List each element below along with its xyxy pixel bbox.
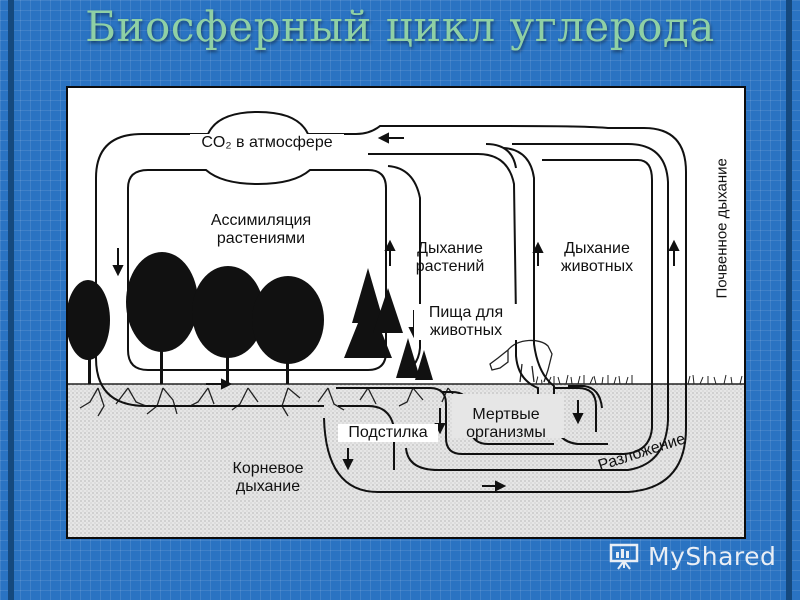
watermark-brand-text: MyShared	[648, 541, 777, 571]
soil-layer	[68, 384, 744, 537]
slide-title: Биосферный цикл углерода	[85, 2, 715, 51]
presentation-icon	[609, 543, 639, 570]
slide-side-borders	[8, 0, 792, 600]
food-for-animals-label: Пища для животных	[414, 304, 518, 340]
small-trees	[396, 338, 433, 380]
carbon-cycle-diagram: CO₂ в атмосфере Ассимиляция растениями Д…	[66, 86, 746, 539]
flow-arrows	[112, 132, 680, 492]
litter-label: Подстилка	[338, 424, 438, 442]
assimilation-label: Ассимиляция растениями	[210, 212, 312, 247]
cycle-band-outline	[95, 110, 687, 493]
deer-illustration	[489, 339, 553, 383]
root-respiration-label: Корневое дыхание	[232, 460, 304, 495]
dead-organisms-label: Мертвые организмы	[466, 406, 546, 441]
myshared-watermark: MyShared	[608, 536, 776, 576]
atmosphere-co2-label: CO₂ в атмосфере	[190, 134, 344, 152]
litter-channel	[338, 385, 603, 470]
animal-soil-channels	[336, 143, 669, 471]
grass-tufts	[535, 374, 743, 385]
diagram-drawing	[68, 110, 744, 537]
animal-respiration-label: Дыхание животных	[560, 240, 634, 275]
plant-respiration-label: Дыхание растений	[415, 240, 485, 275]
soil-respiration-label: Почвенное дыхание	[713, 158, 731, 299]
forest-illustration	[68, 252, 403, 384]
